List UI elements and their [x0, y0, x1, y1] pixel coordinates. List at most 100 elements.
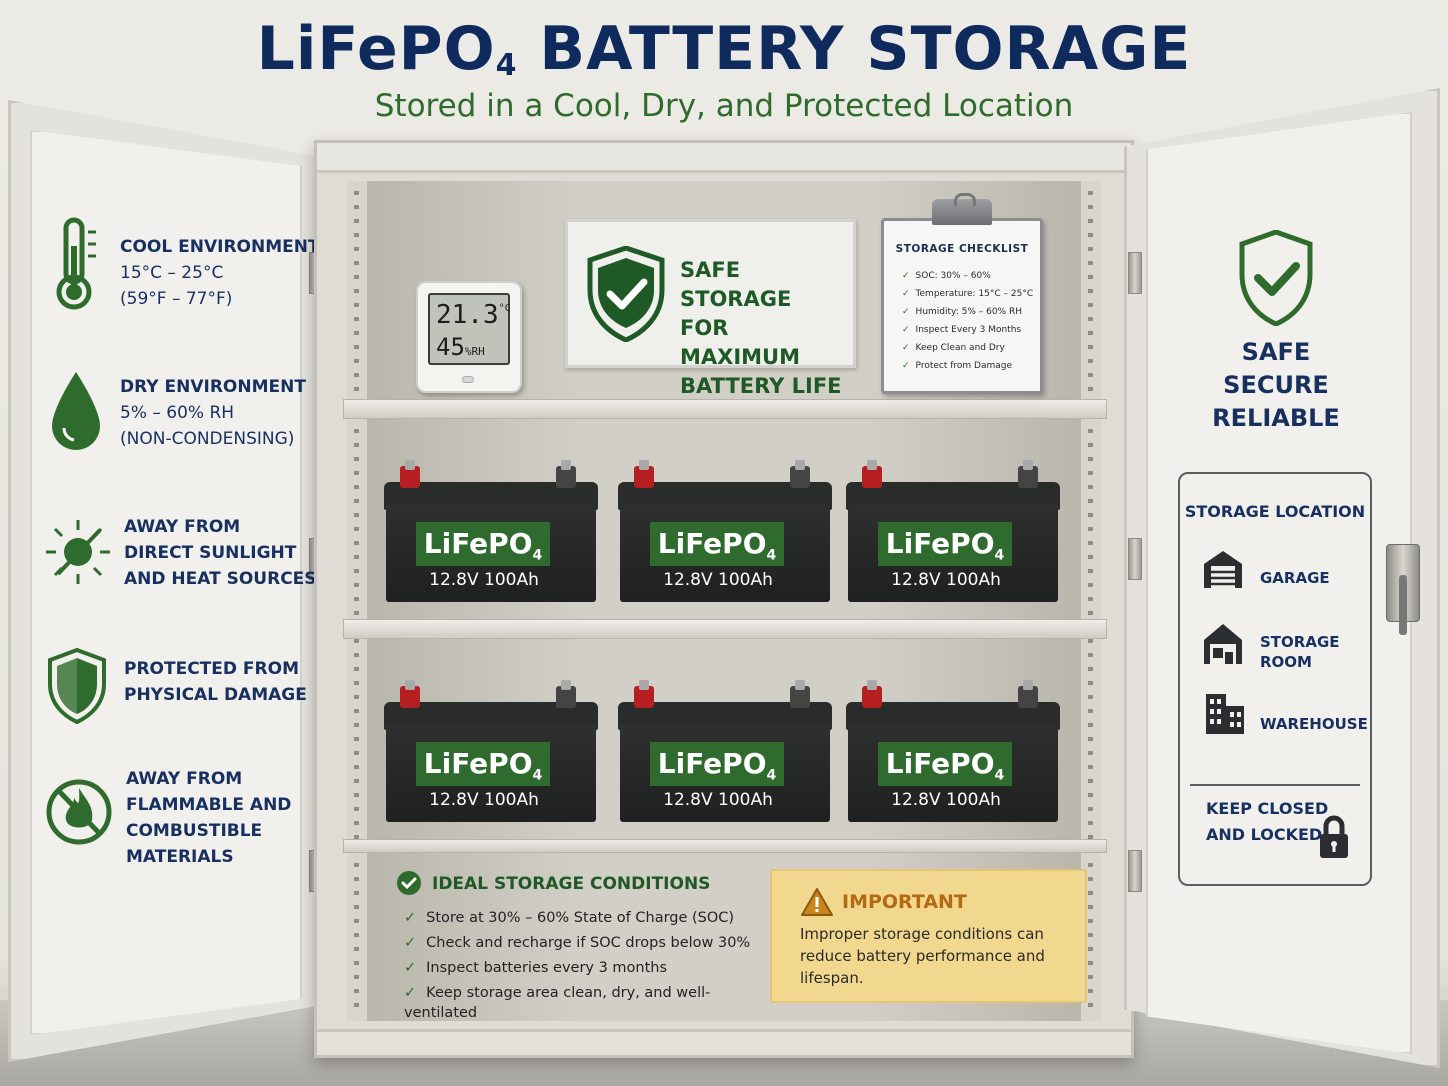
condition-text: Check and recharge if SOC drops below 30… — [426, 935, 751, 951]
checklist-item-text: Humidity: 5% – 60% RH — [915, 307, 1022, 317]
battery-spec: 12.8V 100Ah — [891, 790, 1001, 810]
battery-terminal-positive — [862, 680, 882, 708]
shelf-bottom — [343, 839, 1107, 853]
storage-checklist-clipboard: STORAGE CHECKLIST ✓SOC: 30% – 60% ✓Tempe… — [881, 193, 1043, 394]
storage-location-box: STORAGE LOCATION GARAGE STORAGE ROOM — [1178, 472, 1372, 886]
conditions-list: ✓Store at 30% – 60% State of Charge (SOC… — [404, 908, 766, 1021]
location-label-line: STORAGE — [1260, 633, 1340, 651]
list-item: ✓Humidity: 5% – 60% RH — [902, 303, 1033, 321]
temperature-readout: 21.3°C — [436, 300, 511, 330]
battery-terminal-negative — [556, 680, 576, 708]
list-item: ✓ SOC: 30% – 60% — [902, 267, 1033, 285]
page-subtitle: Stored in a Cool, Dry, and Protected Loc… — [374, 88, 1074, 124]
checklist-item-text: Keep Clean and Dry — [915, 343, 1005, 353]
sign-line: BATTERY LIFE — [680, 374, 842, 398]
no-fire-icon — [46, 779, 112, 845]
condition-text: Keep storage area clean, dry, and well-v… — [404, 985, 711, 1021]
thermometer-icon — [56, 217, 96, 310]
battery-terminal-negative — [1018, 680, 1038, 708]
list-item: ✓Store at 30% – 60% State of Charge (SOC… — [404, 908, 766, 933]
feature-heading: PHYSICAL DAMAGE — [124, 685, 307, 705]
door-handle[interactable] — [1386, 544, 1420, 635]
shelf-rail — [1081, 181, 1101, 1021]
safe-storage-sign: SAFE STORAGE FOR MAXIMUM BATTERY LIFE — [565, 219, 856, 398]
check-icon: ✓ — [902, 271, 910, 281]
check-icon: ✓ — [404, 960, 417, 976]
battery-terminal-negative — [556, 460, 576, 488]
feature-away-from-flammables: AWAY FROM FLAMMABLE AND COMBUSTIBLE MATE… — [46, 766, 316, 876]
feature-heading: AWAY FROM — [124, 517, 241, 537]
right-door-panel — [1146, 112, 1412, 1054]
checklist-title: STORAGE CHECKLIST — [895, 243, 1029, 255]
feature-heading: MATERIALS — [126, 847, 234, 867]
feature-no-sunlight: AWAY FROM DIRECT SUNLIGHT AND HEAT SOURC… — [46, 514, 317, 604]
location-label: STORAGE ROOM — [1260, 632, 1340, 672]
condition-text: Inspect batteries every 3 months — [426, 960, 668, 976]
cabinet-base — [317, 1029, 1131, 1055]
conditions-title: IDEAL STORAGE CONDITIONS — [432, 874, 711, 894]
battery-terminal-negative — [1018, 460, 1038, 488]
battery-terminal-positive — [862, 460, 882, 488]
check-icon: ✓ — [902, 343, 910, 353]
feature-heading: COOL ENVIRONMENT — [120, 237, 320, 257]
feature-physical-protection: PROTECTED FROM PHYSICAL DAMAGE — [46, 648, 316, 728]
battery-label: LiFePO4 — [416, 742, 550, 786]
hinge — [1128, 850, 1142, 892]
feature-heading: AWAY FROM — [126, 769, 243, 789]
check-icon: ✓ — [404, 985, 417, 1001]
feature-heading: COMBUSTIBLE — [126, 821, 263, 841]
shelf-top — [343, 399, 1107, 419]
battery-label: LiFePO4 — [650, 742, 784, 786]
storage-room-icon — [1204, 624, 1242, 664]
battery-spec: 12.8V 100Ah — [429, 790, 539, 810]
feature-heading: AND HEAT SOURCES — [124, 569, 317, 589]
checklist-item-text: SOC: 30% – 60% — [915, 271, 991, 281]
location-title: STORAGE LOCATION — [1184, 502, 1366, 521]
cabinet-top — [317, 143, 1131, 173]
feature-dry-environment: DRY ENVIRONMENT 5% – 60% RH (NON-CONDENS… — [46, 370, 316, 460]
location-label: GARAGE — [1260, 569, 1330, 587]
feature-line: (59°F – 77°F) — [120, 289, 233, 309]
sign-line: SAFE STORAGE — [680, 258, 792, 311]
checklist-item-text: Inspect Every 3 Months — [915, 325, 1022, 335]
keep-closed-text: KEEP CLOSED AND LOCKED — [1206, 796, 1328, 848]
list-item: ✓ Keep Clean and Dry — [902, 339, 1033, 357]
warning-triangle-icon — [801, 888, 833, 916]
important-title: IMPORTANT — [842, 891, 967, 913]
hinge — [1128, 252, 1142, 294]
shelf-rail — [347, 181, 367, 1021]
feature-heading: DRY ENVIRONMENT — [120, 377, 306, 397]
check-icon: ✓ — [902, 361, 910, 371]
battery-terminal-positive — [400, 460, 420, 488]
location-storage-room: STORAGE ROOM — [1202, 620, 1372, 676]
shield-check-icon — [587, 246, 665, 342]
battery-terminal-negative — [790, 680, 810, 708]
hygrometer-button[interactable] — [462, 376, 474, 383]
feature-line: (NON-CONDENSING) — [120, 429, 295, 449]
battery: LiFePO4 12.8V 100Ah — [384, 680, 598, 822]
ideal-conditions-panel: IDEAL STORAGE CONDITIONS ✓Store at 30% –… — [356, 852, 766, 1021]
checklist-list: ✓SOC: 30% – 60% ✓Temperature: 15°C – 25°… — [902, 267, 1033, 375]
feature-heading: DIRECT SUNLIGHT — [124, 543, 297, 563]
battery-label: LiFePO4 — [416, 522, 550, 566]
heading-line: SECURE — [1223, 371, 1329, 399]
battery: LiFePO4 12.8V 100Ah — [618, 680, 832, 822]
list-item: ✓ Inspect Every 3 Months — [902, 321, 1033, 339]
feature-cool-environment: COOL ENVIRONMENT 15°C – 25°C (59°F – 77°… — [46, 216, 320, 316]
battery-label: LiFePO4 — [878, 522, 1012, 566]
garage-icon — [1204, 551, 1242, 588]
keep-line: KEEP CLOSED — [1206, 799, 1329, 818]
check-circle-icon — [397, 871, 421, 895]
humidity-unit: %RH — [464, 345, 485, 358]
check-icon: ✓ — [902, 289, 910, 299]
checklist-item-text: Protect from Damage — [915, 361, 1013, 371]
location-warehouse: WAREHOUSE — [1202, 690, 1372, 740]
hygrometer-screen: 21.3°C 45%RH — [428, 293, 511, 365]
battery-terminal-negative — [790, 460, 810, 488]
battery-terminal-positive — [400, 680, 420, 708]
list-item: ✓ Protect from Damage — [902, 357, 1033, 375]
check-icon: ✓ — [902, 325, 910, 335]
shield-icon — [48, 648, 106, 724]
location-garage: GARAGE — [1202, 548, 1372, 594]
water-drop-icon — [52, 372, 100, 450]
